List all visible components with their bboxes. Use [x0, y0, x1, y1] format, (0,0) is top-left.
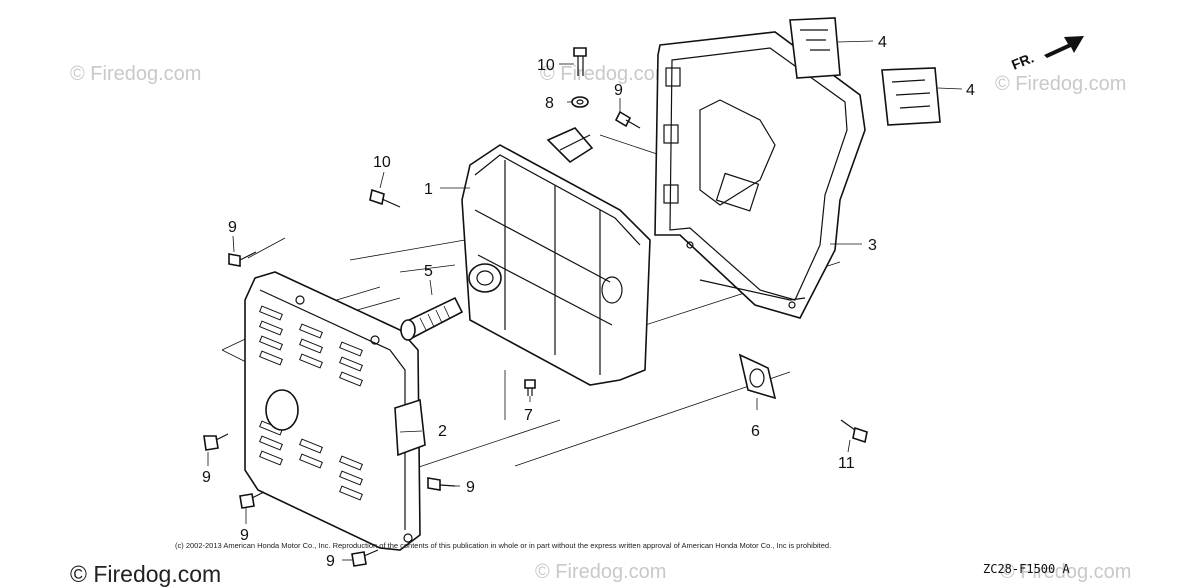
muffler-protector-frame — [654, 31, 866, 319]
clip-upper — [789, 17, 841, 79]
bolt-part10-mid — [369, 188, 401, 208]
muffler-body — [461, 127, 651, 386]
callout-part9: 9 — [466, 479, 475, 496]
copyright-notice: (c) 2002-2013 American Honda Motor Co., … — [175, 541, 831, 550]
direction-label: FR. — [1009, 49, 1036, 72]
watermark: © Firedog.com — [540, 63, 671, 85]
callout-part6: 6 — [751, 423, 760, 440]
diagram-code: ZC28-F1500 A — [983, 562, 1070, 576]
callout-part4: 4 — [966, 82, 975, 99]
front-direction-arrow: FR. — [1009, 36, 1084, 73]
exhaust-gasket — [738, 353, 777, 400]
callout-part11: 11 — [838, 455, 855, 472]
callout-part9: 9 — [228, 219, 237, 236]
bolt-part7 — [524, 379, 536, 396]
callout-part9: 9 — [614, 82, 623, 99]
assembly-guide-lines — [221, 134, 841, 471]
bolt-part9-left-mid — [203, 433, 229, 451]
callout-part3: 3 — [868, 237, 877, 254]
bolt-part9-upper-center — [614, 110, 641, 129]
callout-part1: 1 — [424, 181, 433, 198]
bolt-part9-left-top — [228, 251, 257, 267]
callout-part4: 4 — [878, 34, 887, 51]
watermark: © Firedog.com — [1000, 561, 1131, 583]
watermark: © Firedog.com — [70, 63, 201, 85]
firedog-brand-watermark: © Firedog.com — [70, 561, 221, 587]
callout-part10: 10 — [537, 57, 555, 74]
watermark: © Firedog.com — [535, 561, 666, 583]
callout-part8: 8 — [545, 95, 554, 112]
clip-lower — [881, 67, 941, 126]
callout-part2: 2 — [438, 423, 447, 440]
callout-part7: 7 — [524, 407, 533, 424]
callout-part9: 9 — [202, 469, 211, 486]
bolt-part10-top — [573, 47, 587, 76]
callout-part9: 9 — [326, 553, 335, 570]
callout-part9: 9 — [240, 527, 249, 544]
bolt-part9-left-low — [239, 491, 265, 509]
watermark: © Firedog.com — [995, 73, 1126, 95]
cover-vent-slots — [259, 305, 363, 501]
washer-part8 — [571, 96, 589, 108]
callout-part5: 5 — [424, 263, 433, 280]
bolt-part11 — [840, 419, 868, 444]
bolt-part9-bottom-center — [427, 477, 456, 491]
muffler-cover — [244, 271, 426, 551]
bolt-part9-bottom — [351, 549, 379, 567]
callout-part10: 10 — [373, 154, 391, 171]
callout-leader-lines — [207, 40, 963, 561]
spark-arrester — [400, 296, 464, 341]
